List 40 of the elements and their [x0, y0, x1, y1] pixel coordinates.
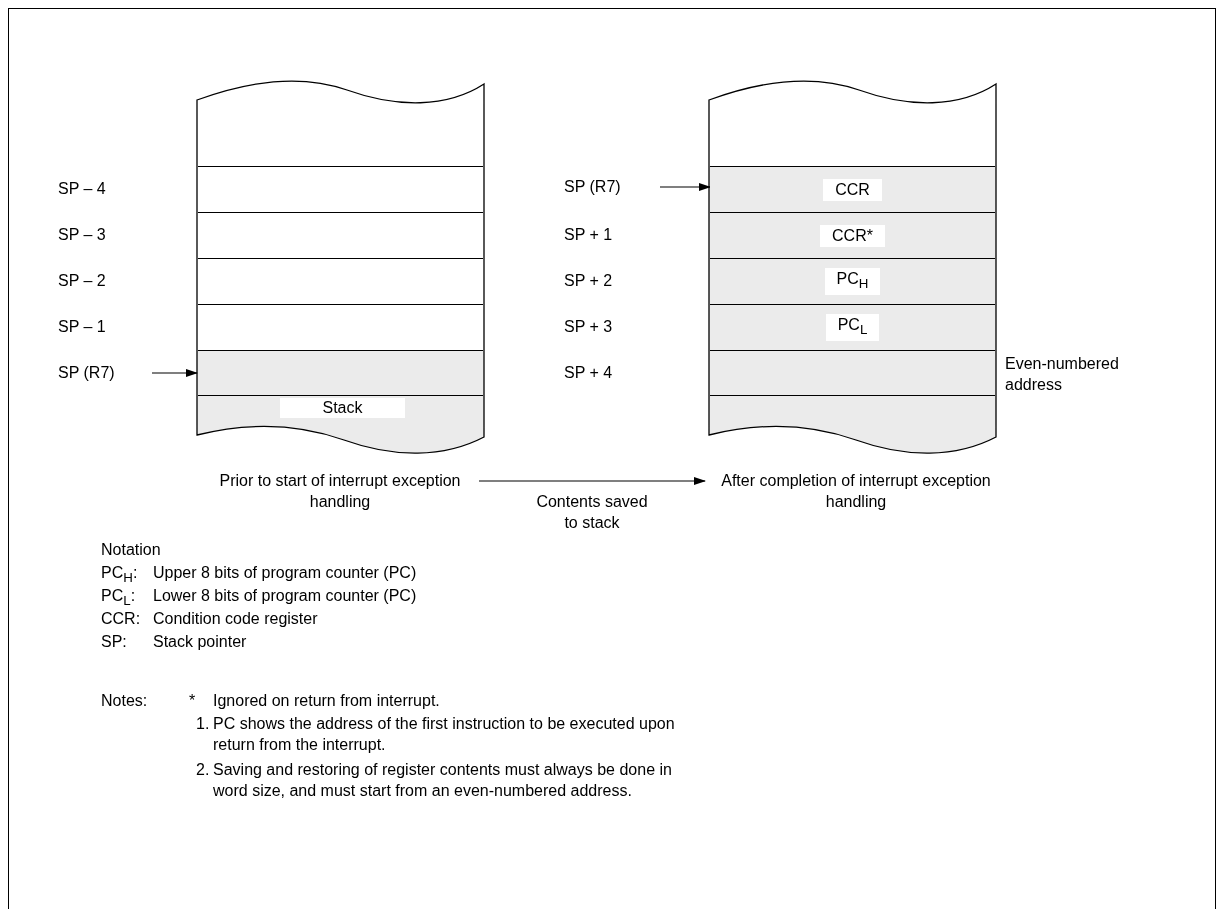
notes-heading: Notes:: [101, 691, 148, 711]
note-number: 1.: [196, 714, 210, 734]
address-label: SP – 1: [58, 317, 106, 337]
arrow: [151, 369, 198, 377]
note-number: 2.: [196, 760, 210, 780]
notation-text: Stack pointer: [153, 632, 247, 652]
pointer-label: SP (R7): [564, 176, 654, 197]
note-text: PC shows the address of the first instruction to be executed upon return from the interrupt.: [213, 714, 676, 755]
notation-term: PC$_{H}$:: [101, 563, 138, 588]
register-name: PC$_{H}$: [824, 267, 881, 296]
address-label: SP + 3: [564, 317, 613, 337]
caption: After completion of interrupt exception handling: [706, 470, 1006, 512]
memory-cell: [710, 350, 995, 396]
note-text: Ignored on return from interrupt.: [213, 691, 440, 711]
pointer-label: SP (R7): [58, 362, 148, 383]
notation-text: Condition code register: [153, 609, 318, 629]
register-name: PC$_{L}$: [825, 313, 880, 342]
caption: Prior to start of interrupt exception handling: [205, 470, 475, 512]
register-name: CCR*: [820, 224, 885, 247]
notation-term: PC$_{L}$:: [101, 586, 136, 611]
notation-heading: Notation: [101, 540, 161, 560]
notation-text: Lower 8 bits of program counter (PC): [153, 586, 417, 606]
memory-cell: [198, 350, 483, 396]
notation-text: Upper 8 bits of program counter (PC): [153, 563, 417, 583]
note-mark: *: [189, 691, 196, 711]
note-text: Saving and restoring of register contents must always be done in word size, and must start from an even-numbered address.: [213, 760, 673, 801]
arrow: [478, 477, 706, 485]
address-label: SP – 3: [58, 225, 106, 245]
edge-label: Contents saved to stack: [535, 492, 649, 533]
address-label: SP + 2: [564, 271, 613, 291]
notation-term: SP:: [101, 632, 127, 652]
address-label: SP + 1: [564, 225, 613, 245]
address-label: SP – 2: [58, 271, 106, 291]
stack-label: Stack: [280, 398, 405, 418]
address-label: SP + 4: [564, 363, 613, 383]
address-note: Even-numbered address: [1005, 354, 1120, 395]
notation-term: CCR:: [101, 609, 141, 629]
arrow: [659, 183, 711, 191]
register-name: CCR: [823, 178, 882, 201]
address-label: SP – 4: [58, 179, 106, 199]
